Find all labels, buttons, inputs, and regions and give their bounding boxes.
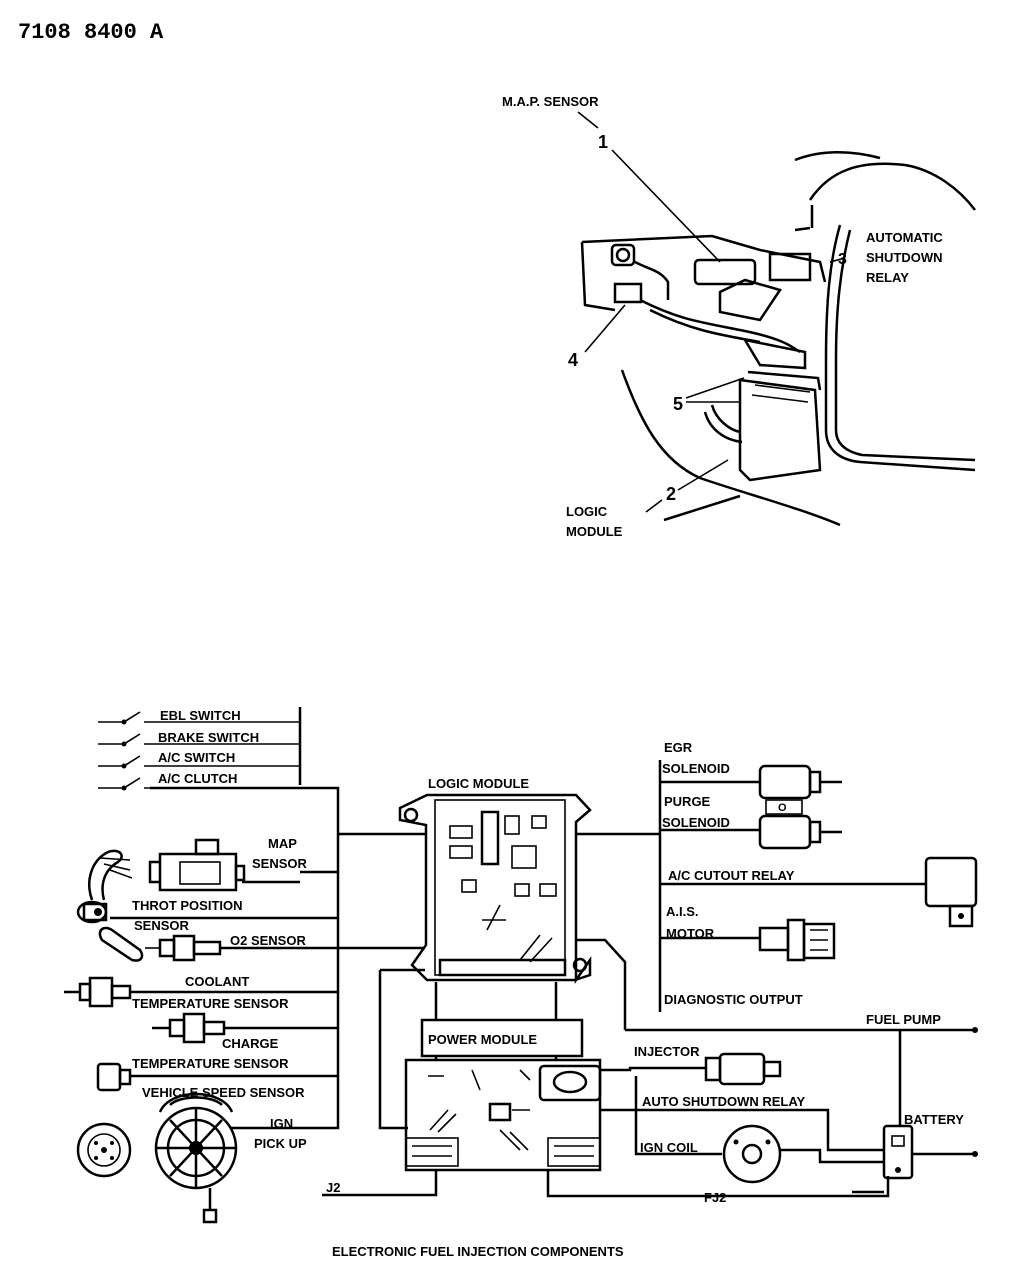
right-wiring	[546, 760, 978, 1198]
coolant-temperature-sensor-label: TEMPERATURE SENSOR	[132, 996, 289, 1011]
throttle-position-sensor-label: SENSOR	[134, 918, 190, 933]
automatic-shutdown-relay-callout-line1: AUTOMATIC	[866, 230, 943, 245]
top-callout-leaders	[577, 111, 846, 513]
logic-module-box	[398, 793, 592, 984]
logic-module-callout-line1: LOGIC	[566, 504, 608, 519]
ac-clutch-label: A/C CLUTCH	[158, 771, 237, 786]
power-module-box	[404, 982, 602, 1172]
fj2-label: FJ2	[704, 1190, 726, 1205]
auto-shutdown-relay-label: AUTO SHUTDOWN RELAY	[642, 1094, 806, 1109]
egr-solenoid-shape: O	[758, 764, 842, 815]
fuel-pump-label: FUEL PUMP	[866, 1012, 941, 1027]
power-module-label: POWER MODULE	[428, 1032, 537, 1047]
o2-sensor-label: O2 SENSOR	[230, 933, 306, 948]
ais-motor-shape	[758, 918, 836, 962]
logic-module-callout-line2: MODULE	[566, 524, 623, 539]
ais-label: A.I.S.	[666, 904, 699, 919]
brake-switch-label: BRAKE SWITCH	[158, 730, 259, 745]
o2-sensor-shape	[98, 926, 222, 962]
ac-cutout-relay-label: A/C CUTOUT RELAY	[668, 868, 795, 883]
map-sensor-label: SENSOR	[252, 856, 308, 871]
automatic-shutdown-relay-callout-line3: RELAY	[866, 270, 909, 285]
ign-label: IGN	[270, 1116, 293, 1131]
throttle-position-label: THROT POSITION	[132, 898, 243, 913]
j2-line	[322, 1170, 438, 1197]
throttle-position-sensor-shape	[76, 849, 133, 924]
diagnostic-output-label: DIAGNOSTIC OUTPUT	[664, 992, 803, 1007]
battery-label: BATTERY	[904, 1112, 964, 1127]
purge-label: PURGE	[664, 794, 711, 809]
egr-label: EGR	[664, 740, 693, 755]
callout-number-4: 4	[568, 350, 578, 370]
injector-shape	[704, 1052, 782, 1086]
automatic-shutdown-relay-callout-line2: SHUTDOWN	[866, 250, 943, 265]
engine-bay-illustration	[580, 151, 976, 527]
egr-solenoid-label: SOLENOID	[662, 761, 730, 776]
ebl-switch-label: EBL SWITCH	[160, 708, 241, 723]
ac-switch-label: A/C SWITCH	[158, 750, 235, 765]
callout-number-5: 5	[673, 394, 683, 414]
sensor-wiring	[110, 832, 660, 1130]
callout-number-2: 2	[666, 484, 676, 504]
map-label: MAP	[268, 836, 297, 851]
ign-coil-label: IGN COIL	[640, 1140, 698, 1155]
charge-temperature-sensor-label: TEMPERATURE SENSOR	[132, 1056, 289, 1071]
map-sensor-shape	[148, 838, 246, 892]
purge-solenoid-label: SOLENOID	[662, 815, 730, 830]
charge-label: CHARGE	[222, 1036, 279, 1051]
figure-caption: ELECTRONIC FUEL INJECTION COMPONENTS	[332, 1244, 624, 1259]
ign-coil-shape	[722, 1124, 782, 1184]
switch-bank	[98, 707, 340, 1076]
motor-label: MOTOR	[666, 926, 715, 941]
purge-solenoid-shape	[758, 814, 842, 850]
charge-temperature-sensor-shape	[152, 1012, 226, 1044]
svg-text:O: O	[778, 802, 787, 814]
coolant-label: COOLANT	[185, 974, 249, 989]
map-sensor-callout: M.A.P. SENSOR	[502, 94, 599, 109]
distributor-shape	[76, 1092, 238, 1224]
drawing-number: 7108 8400 A	[18, 20, 164, 45]
battery-shape	[852, 1124, 914, 1194]
j2-label: J2	[326, 1180, 340, 1195]
callout-number-1: 1	[598, 132, 608, 152]
callout-number-3: 3	[838, 251, 847, 268]
vehicle-speed-sensor-shape	[96, 1062, 132, 1092]
ac-cutout-relay-shape	[924, 856, 978, 928]
coolant-temperature-sensor-shape	[64, 976, 132, 1008]
injector-label: INJECTOR	[634, 1044, 700, 1059]
logic-module-label: LOGIC MODULE	[428, 776, 529, 791]
pick-up-label: PICK UP	[254, 1136, 307, 1151]
vehicle-speed-sensor-label: VEHICLE SPEED SENSOR	[142, 1085, 305, 1100]
